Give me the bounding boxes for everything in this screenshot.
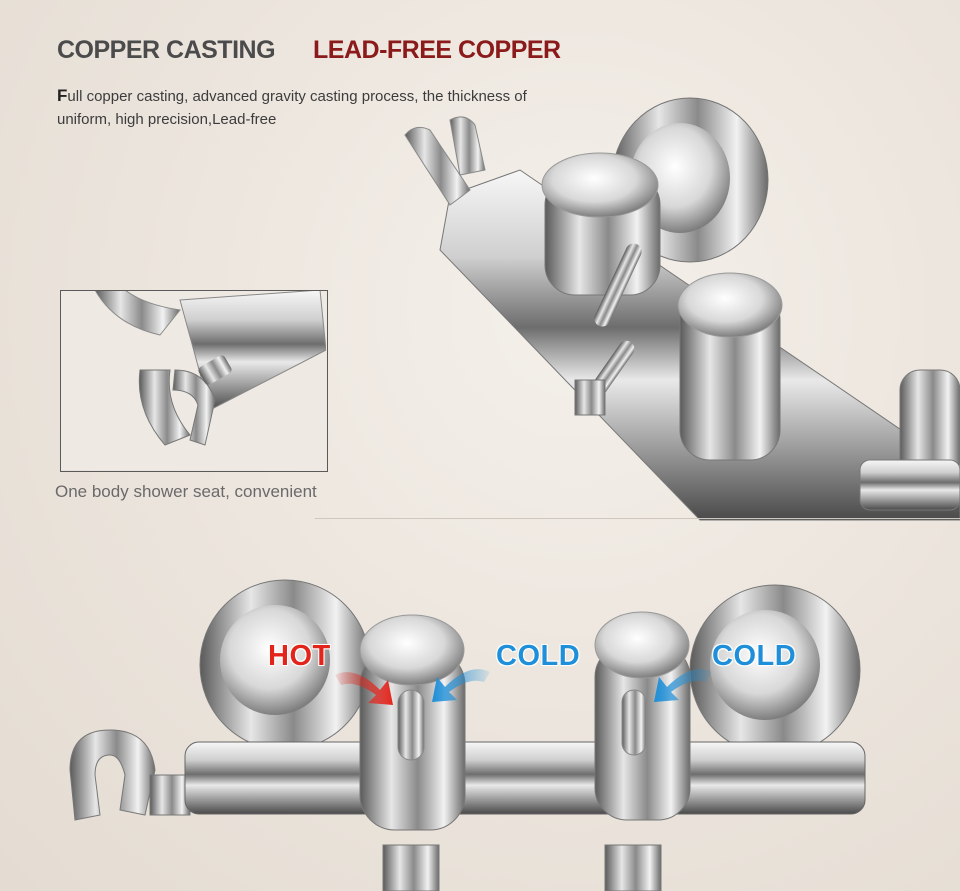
description-text: ull copper casting, advanced gravity cas… [57, 88, 527, 128]
title-lead-free-copper: LEAD-FREE COPPER [313, 36, 561, 64]
cold-label-right: COLD [712, 640, 797, 672]
feature-description: Full copper casting, advanced gravity ca… [57, 84, 537, 131]
description-drop-cap: F [57, 86, 68, 105]
cold-flow-arrow-icon [432, 669, 490, 702]
inset-shower-seat-image [60, 290, 326, 470]
inset-frame [60, 290, 328, 472]
headline: COPPER CASTING LEAD-FREE COPPER [57, 36, 561, 65]
cold-flow-arrow-icon [654, 669, 712, 702]
section-divider [315, 518, 960, 519]
inset-caption: One body shower seat, convenient [55, 482, 317, 501]
title-copper-casting: COPPER CASTING [57, 36, 276, 64]
cold-label-left: COLD [496, 640, 581, 672]
hot-flow-arrow-icon [335, 672, 393, 705]
hot-label: HOT [268, 640, 331, 672]
